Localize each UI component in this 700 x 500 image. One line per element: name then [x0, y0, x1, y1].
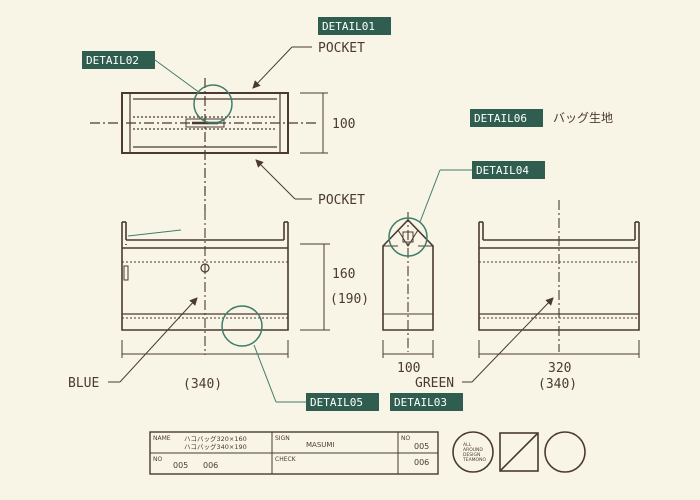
- brand-logo: [452, 431, 586, 473]
- detail04-callout[interactable]: DETAIL04: [476, 164, 529, 177]
- detail05-circle: [221, 305, 263, 347]
- side-width-label: 100: [397, 361, 420, 376]
- detail02-leader: [154, 59, 201, 94]
- top-view-zipper: [185, 118, 225, 128]
- detail01-callout[interactable]: DETAIL01: [322, 20, 375, 33]
- front-view-height-dimension: [300, 243, 330, 331]
- front-height-alt-label: (190): [330, 292, 369, 307]
- detail03-callout-bg: [390, 393, 463, 411]
- front-view: [121, 210, 289, 355]
- pocket-top-label: POCKET: [318, 41, 365, 56]
- title-no-left-1: 005: [173, 461, 188, 470]
- fabric-note: バッグ生地: [553, 111, 613, 125]
- title-name-line1: ハコバッグ320×160: [184, 434, 247, 443]
- back-view: [478, 200, 640, 352]
- detail02-circle: [193, 84, 233, 124]
- title-sign-value: MASUMI: [306, 441, 335, 449]
- front-height-label: 160: [332, 267, 355, 282]
- detail01-callout-bg: [318, 17, 391, 35]
- detail05-callout-bg: [306, 393, 379, 411]
- title-no-right-1: 005: [414, 442, 429, 451]
- title-sign-header: SIGN: [275, 435, 290, 442]
- side-view-width-dimension: [382, 340, 434, 358]
- blue-label: BLUE: [68, 376, 99, 391]
- logo-line2: AROUND: [463, 447, 483, 453]
- detail06-callout-bg: [470, 109, 543, 127]
- back-view-width-dimension: [478, 340, 640, 358]
- front-view-width-dimension: [121, 340, 289, 358]
- detail02-callout-bg: [82, 51, 155, 69]
- logo-line4: TEAMONO: [462, 457, 486, 463]
- detail05-callout[interactable]: DETAIL05: [310, 396, 363, 409]
- logo-line3: DESIGN: [463, 452, 480, 458]
- detail04-callout-bg: [472, 161, 545, 179]
- back-width-label: 320: [548, 361, 571, 376]
- top-view-depth-label: 100: [332, 117, 355, 132]
- detail03-callout[interactable]: DETAIL03: [394, 396, 447, 409]
- green-label: GREEN: [415, 376, 454, 391]
- back-width-alt-label: (340): [538, 377, 577, 392]
- title-no-header-right: NO: [401, 435, 410, 442]
- title-name-header: NAME: [153, 435, 171, 442]
- side-view: [382, 212, 434, 352]
- title-name-line2: ハコバッグ340×190: [184, 442, 247, 451]
- detail02-callout[interactable]: DETAIL02: [86, 54, 139, 67]
- logo-line1: ALL: [463, 442, 472, 448]
- top-view: [90, 78, 318, 210]
- title-check-header: CHECK: [275, 456, 297, 463]
- title-block: [149, 431, 439, 475]
- title-no-left-2: 006: [203, 461, 218, 470]
- top-view-dimension: [300, 92, 328, 154]
- title-no-header-left: NO: [153, 456, 162, 463]
- front-width-alt-label: (340): [183, 377, 222, 392]
- top-view-outline: [121, 92, 289, 154]
- pocket-bottom-label: POCKET: [318, 193, 365, 208]
- detail06-callout[interactable]: DETAIL06: [474, 112, 527, 125]
- title-no-right-2: 006: [414, 458, 429, 467]
- detail04-circle: [388, 217, 428, 257]
